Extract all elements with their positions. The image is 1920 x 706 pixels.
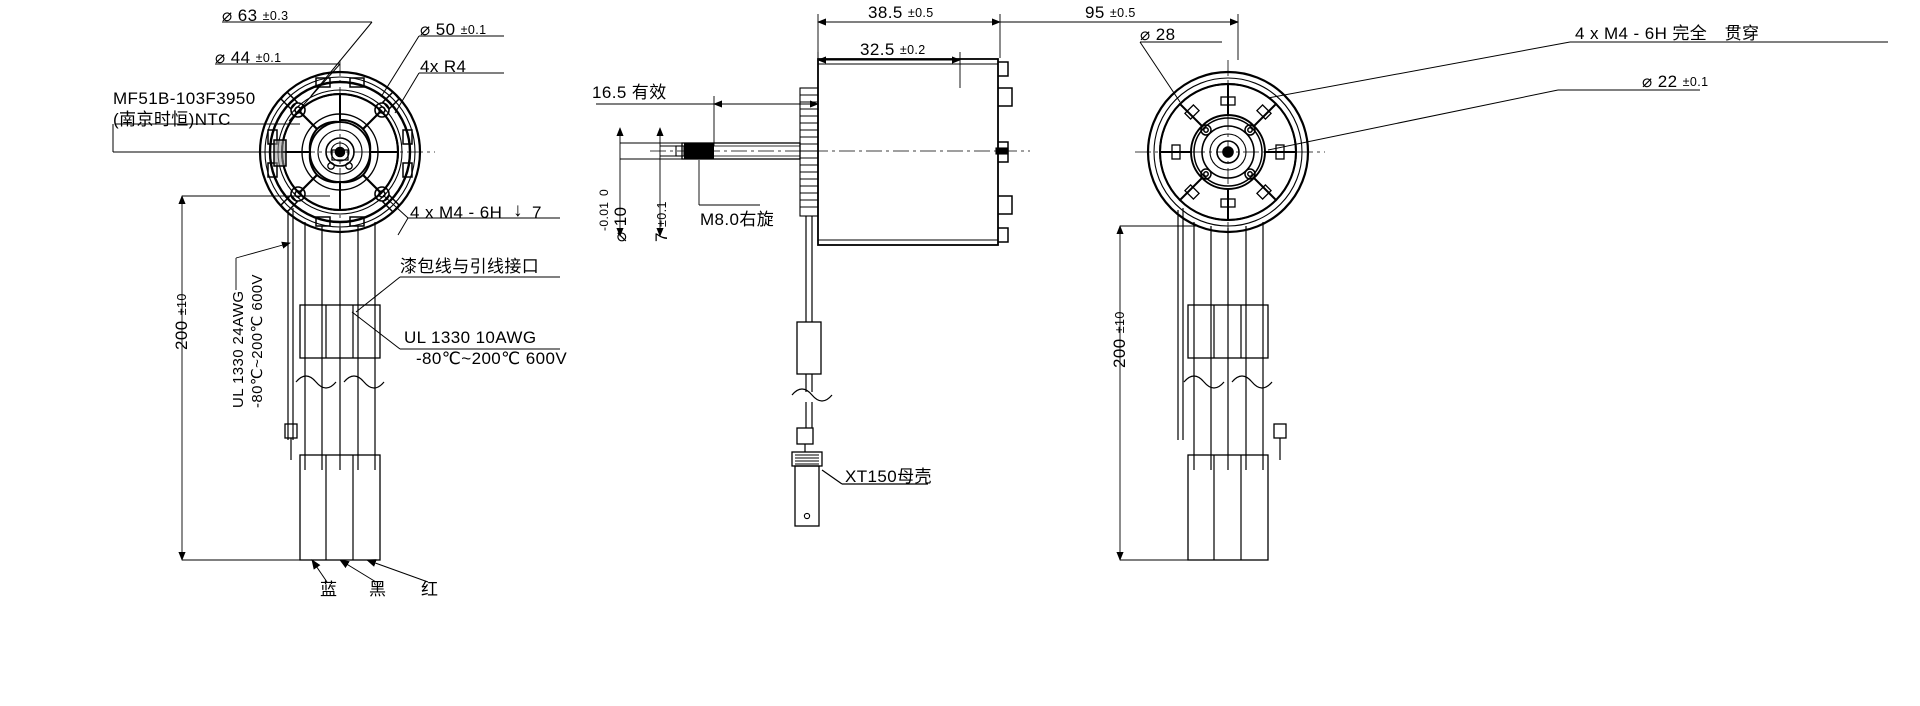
- right-thread-through-callout: 4 x M4 - 6H 完全 贯穿: [1575, 24, 1760, 43]
- dia50-tolerance: ±0.1: [460, 23, 487, 37]
- left-view-dim-200: [178, 195, 330, 561]
- left-dim-200: 200 ±10: [172, 293, 192, 350]
- left-wire24-spec-line2: -80℃~200℃ 600V: [249, 274, 266, 408]
- left-dim-r4: 4x R4: [420, 57, 467, 76]
- dia44-value: ⌀ 44: [215, 48, 251, 67]
- left-thread-depth-symbol: ↓: [513, 200, 523, 221]
- right-dim-dia28: ⌀ 28: [1140, 25, 1176, 44]
- len200-tolerance: ±10: [175, 293, 189, 316]
- left-wire10-spec-line2: -80℃~200℃ 600V: [416, 349, 568, 368]
- middle-dim-32-5: 32.5 ±0.2: [860, 40, 926, 60]
- left-dim-dia44: ⌀ 44 ±0.1: [215, 48, 281, 68]
- d95-value: 95: [1085, 3, 1105, 22]
- middle-view-side: [650, 58, 1030, 246]
- d95-tolerance: ±0.5: [1109, 6, 1136, 20]
- right-len200-tolerance: ±10: [1113, 311, 1127, 334]
- left-thread-callout: 4 x M4 - 6H: [410, 203, 503, 222]
- middle-dim-dia10: ⌀ 10: [611, 207, 631, 242]
- xt150-connector-label: XT150母壳: [845, 467, 932, 486]
- left-thread-depth-value: 7: [532, 203, 542, 222]
- ntc-part-label-line1: MF51B-103F3950: [113, 89, 256, 108]
- wire-color-red: 红: [421, 580, 439, 599]
- wire-color-blue: 蓝: [320, 580, 338, 599]
- wire-color-black: 黑: [369, 580, 387, 599]
- d32-5-value: 32.5: [860, 40, 895, 59]
- right-dim-200: 200 ±10: [1110, 311, 1130, 368]
- len200-value: 200: [172, 320, 191, 350]
- right-len200-value: 200: [1110, 338, 1129, 368]
- left-wire10-spec-line1: UL 1330 10AWG: [404, 328, 537, 347]
- middle-dim-38-5: 38.5 ±0.5: [868, 3, 934, 23]
- right-view-leaders: [1139, 41, 1888, 151]
- middle-view-dims: [596, 14, 1239, 237]
- middle-dim-16-5: 16.5 有效: [592, 83, 667, 102]
- right-view-dim-200: [1116, 225, 1196, 561]
- d7-tolerance: ±0.1: [655, 201, 669, 228]
- middle-dim-7: 7 ±0.1: [652, 201, 672, 242]
- dia63-value: ⌀ 63: [222, 6, 258, 25]
- right-dim-dia22: ⌀ 22 ±0.1: [1642, 72, 1708, 92]
- ntc-part-label-line2: (南京时恒)NTC: [113, 110, 231, 129]
- dia22-tolerance: ±0.1: [1682, 75, 1709, 89]
- middle-view-harness: [791, 216, 928, 527]
- d38-5-value: 38.5: [868, 3, 903, 22]
- dia10-value: ⌀ 10: [611, 206, 630, 242]
- dia44-tolerance: ±0.1: [255, 51, 282, 65]
- left-wire24-spec-line1: UL 1330 24AWG: [230, 290, 247, 408]
- right-view-motor-face: [1135, 60, 1325, 250]
- middle-dim-dia10-tol-lower: -0.01: [597, 201, 611, 231]
- d38-5-tolerance: ±0.5: [907, 6, 934, 20]
- d7-value: 7: [652, 232, 671, 242]
- right-view-wire-bundle: [1177, 208, 1287, 561]
- enamel-lead-joint-label: 漆包线与引线接口: [400, 257, 540, 276]
- left-dim-dia50: ⌀ 50 ±0.1: [420, 20, 486, 40]
- left-view-leaders: [112, 21, 560, 350]
- middle-dim-dia10-tol-upper: 0: [597, 188, 611, 196]
- left-dim-dia63: ⌀ 63 ±0.3: [222, 6, 288, 26]
- middle-thread-m8-label: M8.0右旋: [700, 210, 775, 229]
- dia22-value: ⌀ 22: [1642, 72, 1678, 91]
- dia50-value: ⌀ 50: [420, 20, 456, 39]
- middle-dim-95: 95 ±0.5: [1085, 3, 1136, 23]
- d32-5-tolerance: ±0.2: [899, 43, 926, 57]
- dia63-tolerance: ±0.3: [262, 9, 289, 23]
